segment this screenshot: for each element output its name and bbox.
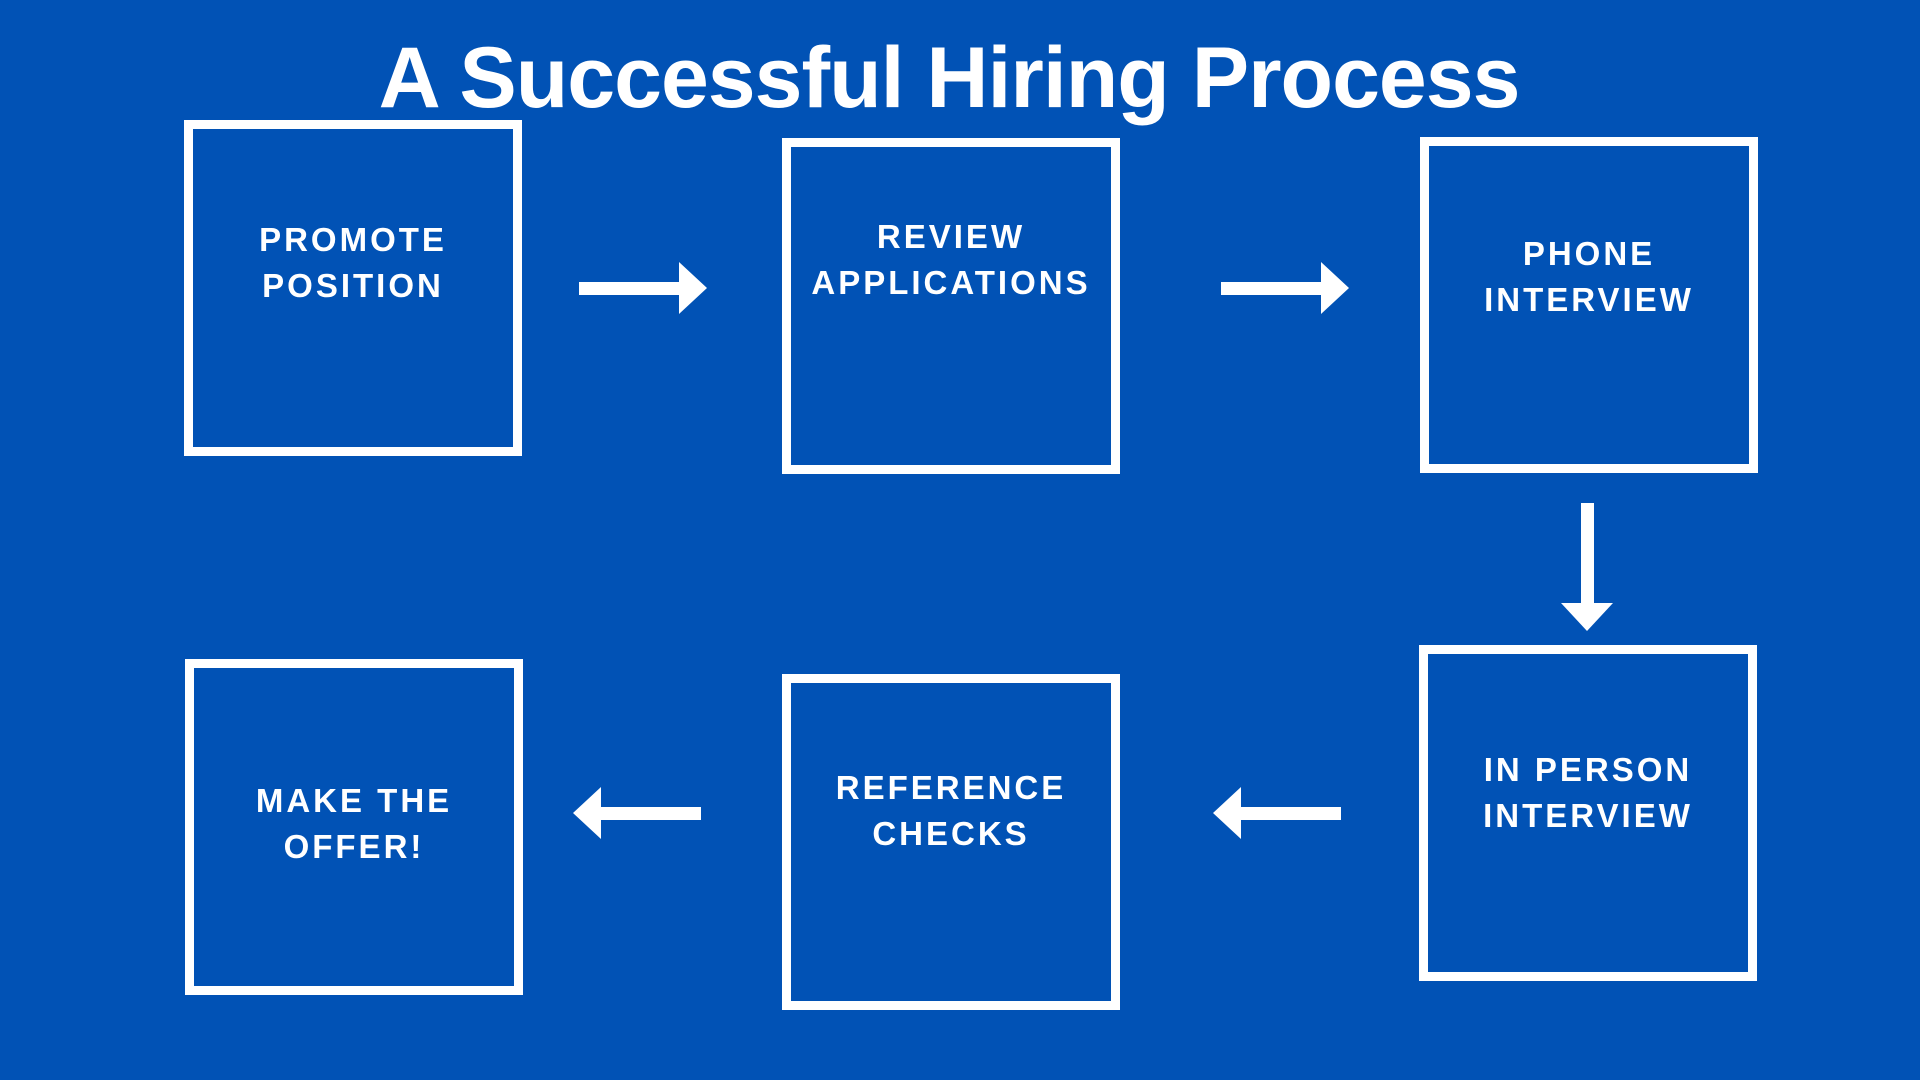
step-review-applications: REVIEW APPLICATIONS [782, 138, 1120, 474]
step-label-line: APPLICATIONS [811, 264, 1091, 301]
step-label-line: CHECKS [872, 815, 1030, 852]
arrow-left-icon [573, 787, 701, 839]
arrow-down-icon [1561, 503, 1613, 631]
diagram-title: A Successful Hiring Process [378, 30, 1521, 126]
step-label-line: POSITION [262, 267, 444, 304]
step-label: PHONE INTERVIEW [1429, 231, 1749, 323]
step-phone-interview: PHONE INTERVIEW [1420, 137, 1758, 473]
step-reference-checks: REFERENCE CHECKS [782, 674, 1120, 1010]
step-label-line: PHONE [1522, 235, 1656, 272]
arrow-right-icon [1221, 262, 1349, 314]
step-label-line: MAKE THE [255, 782, 453, 819]
step-label: REFERENCE CHECKS [791, 765, 1111, 857]
step-label-line: INTERVIEW [1484, 281, 1694, 318]
step-label: PROMOTE POSITION [193, 217, 513, 309]
step-label-line: OFFER! [283, 828, 425, 865]
step-promote-position: PROMOTE POSITION [184, 120, 522, 456]
step-label: IN PERSON INTERVIEW [1428, 747, 1748, 839]
step-label-line: IN PERSON [1483, 751, 1693, 788]
arrow-left-icon [1213, 787, 1341, 839]
arrow-right-icon [579, 262, 707, 314]
step-label-line: REVIEW [876, 218, 1026, 255]
step-label: REVIEW APPLICATIONS [791, 214, 1111, 306]
step-in-person-interview: IN PERSON INTERVIEW [1419, 645, 1757, 981]
step-label: MAKE THE OFFER! [194, 778, 514, 870]
step-make-the-offer: MAKE THE OFFER! [185, 659, 523, 995]
step-label-line: INTERVIEW [1483, 797, 1693, 834]
step-label-line: PROMOTE [259, 221, 447, 258]
step-label-line: REFERENCE [835, 769, 1067, 806]
